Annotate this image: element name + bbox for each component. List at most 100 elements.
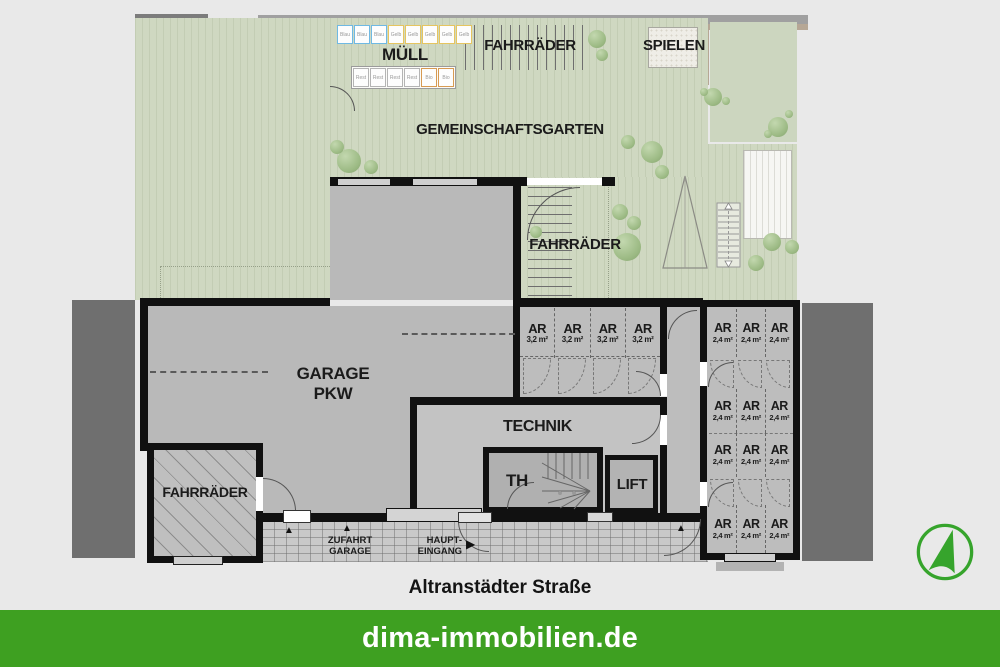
- tree-icon: [764, 130, 772, 138]
- ar-cell-label: AR: [770, 321, 789, 336]
- ar-cell-label: 2,4 m²: [769, 530, 790, 540]
- muell-label: MÜLL: [381, 45, 428, 64]
- tree-icon: [588, 30, 606, 48]
- neighbor-building-right: [802, 303, 873, 561]
- parking-line: [150, 371, 268, 373]
- waste-bin-bio: Bio: [438, 68, 454, 87]
- arrow-up-icon: ▲: [284, 525, 294, 536]
- garden-top-left: [135, 18, 330, 300]
- corridor-area: [667, 306, 703, 513]
- fahrraeder-room-label: FAHRRÄDER: [162, 484, 248, 500]
- waste-bin-rest: Rest: [353, 68, 369, 87]
- arrow-right-icon: ▶: [466, 537, 476, 551]
- threshold: [724, 553, 776, 562]
- garage-label: GARAGE PKW: [283, 364, 383, 403]
- ar-cell-label: 3,2 m²: [526, 334, 548, 344]
- haupteingang-line2: EINGANG: [417, 545, 462, 557]
- tree-icon: [337, 149, 361, 173]
- arrow-up-icon: ▲: [342, 523, 352, 534]
- ar-cell-label: 2,4 m²: [712, 530, 733, 540]
- th-label: TH: [505, 471, 529, 490]
- ar-cell-label: 2,4 m²: [712, 456, 733, 466]
- tree-icon: [722, 97, 730, 105]
- tree-icon: [613, 233, 641, 261]
- waste-bin-blau: Blau: [337, 25, 353, 44]
- waste-bin-rest: Rest: [387, 68, 403, 87]
- opening: [527, 178, 602, 185]
- wood-edge-top: [610, 24, 808, 30]
- tree-icon: [621, 135, 635, 149]
- tree-icon: [330, 140, 344, 154]
- tree-icon: [704, 88, 722, 106]
- lift-room: [605, 455, 658, 513]
- waste-bin-blau: Blau: [354, 25, 370, 44]
- stairs-th: [541, 453, 591, 510]
- tree-symbol-large: [662, 175, 708, 269]
- haupteingang-label: HAUPT- EINGANG: [398, 535, 462, 558]
- main-entrance-door: [458, 512, 492, 523]
- tree-icon: [612, 204, 628, 220]
- footer-bar: dima-immobilien.de: [0, 610, 1000, 667]
- ar-cell-label: AR: [714, 321, 732, 336]
- garage-label-line1: GARAGE: [296, 364, 370, 383]
- wall: [410, 397, 667, 405]
- spielen-label: SPIELEN: [642, 37, 706, 54]
- brand-url[interactable]: dima-immobilien.de: [362, 622, 638, 654]
- ar-cell-label: AR: [770, 443, 789, 458]
- wall: [660, 298, 667, 374]
- wall: [513, 177, 521, 306]
- tree-icon: [641, 141, 663, 163]
- ar-cell-label: AR: [742, 443, 760, 458]
- ar-cell-label: AR: [633, 320, 652, 336]
- garage-upper-area: [330, 186, 513, 300]
- tree-icon: [768, 117, 788, 137]
- wall: [660, 405, 667, 513]
- ar-cell-label: AR: [770, 399, 789, 414]
- bike-rack-top: [465, 25, 590, 70]
- wall: [520, 298, 703, 307]
- waste-bin-gelb: Gelb: [405, 25, 421, 44]
- waste-bin-gelb: Gelb: [388, 25, 404, 44]
- sandbox: [648, 27, 698, 68]
- ar-cell-label: 2,4 m²: [712, 334, 733, 344]
- fahrraeder-room: [147, 443, 263, 563]
- side-door: [283, 510, 311, 523]
- window: [338, 179, 390, 185]
- tree-icon: [748, 255, 764, 271]
- zufahrt-line2: GARAGE: [329, 545, 371, 557]
- ar-cell-label: AR: [528, 320, 547, 336]
- ar-cell-label: AR: [742, 517, 760, 532]
- tree-icon: [596, 49, 608, 61]
- ar-cell-label: AR: [714, 443, 732, 458]
- door-opening: [256, 477, 263, 511]
- ar-cell-label: 2,4 m²: [741, 530, 761, 540]
- technik-label: TECHNIK: [502, 418, 572, 435]
- ar-cell-label: 3,2 m²: [632, 334, 654, 344]
- tree-icon: [655, 165, 669, 179]
- fahrraeder-top-label: FAHRRÄDER: [484, 37, 576, 54]
- waste-bin-gelb: Gelb: [456, 25, 472, 44]
- tree-icon: [785, 110, 793, 118]
- wall: [602, 177, 615, 186]
- th-room: [483, 447, 603, 513]
- tree-icon: [627, 216, 641, 230]
- lift-label: LIFT: [616, 476, 648, 493]
- ar-cell-label: AR: [714, 517, 732, 532]
- waste-bin-blau: Blau: [371, 25, 387, 44]
- zufahrt-line1: ZUFAHRT: [327, 535, 373, 546]
- ar-cell-label: 2,4 m²: [769, 412, 790, 422]
- ar-cell-label: 3,2 m²: [596, 334, 619, 344]
- ar-cell-label: 2,4 m²: [741, 334, 761, 344]
- garage-label-line2: PKW: [313, 383, 353, 403]
